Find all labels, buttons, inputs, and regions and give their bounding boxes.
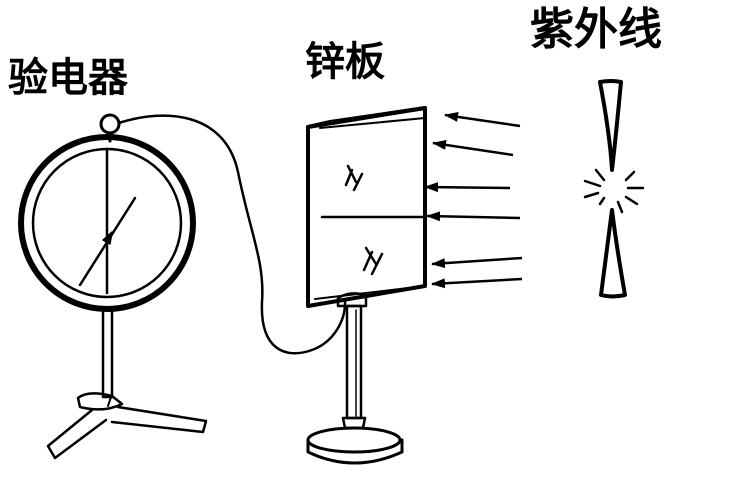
zinc-plate-top-bevel (319, 117, 426, 129)
electroscope-leg-right (110, 405, 208, 434)
uv-lamp-lower-tube (599, 208, 627, 299)
uv-lamp-upper-tube (598, 79, 623, 172)
uv-light-label: 紫外线 (530, 4, 662, 55)
zinc-plate-hatch-lower (362, 246, 384, 276)
electroscope-leg-left (46, 408, 108, 460)
zinc-plate-label: 锌板 (305, 39, 385, 85)
light-rays (424, 111, 523, 289)
zinc-plate-face (306, 106, 427, 308)
electroscope-terminal-ball (99, 113, 121, 135)
ray-1 (444, 111, 521, 128)
zinc-plate-top-edge (306, 106, 427, 129)
zinc-stand-collar (336, 292, 368, 308)
zinc-stand-base (306, 438, 404, 465)
zinc-plate-icon (306, 106, 427, 465)
uv-lamp-icon (583, 79, 645, 299)
ray-6 (431, 277, 523, 289)
electroscope-icon (18, 113, 208, 460)
electroscope-post (101, 307, 114, 399)
electroscope-leg-back (107, 393, 113, 407)
uv-spark (583, 168, 645, 214)
electroscope-label: 验电器 (8, 55, 128, 101)
ray-3 (424, 182, 511, 193)
zinc-plate-bottom-line (314, 285, 426, 300)
zinc-stand-base-top (306, 426, 402, 454)
electroscope-pointer-pivot (102, 231, 113, 245)
electroscope-clamp (76, 392, 124, 411)
ray-5 (431, 256, 523, 269)
ray-2 (432, 139, 514, 157)
zinc-plate-hatch-upper (344, 164, 364, 192)
ray-4 (426, 211, 521, 222)
connecting-wire (117, 114, 347, 355)
zinc-stand-post (345, 304, 363, 420)
